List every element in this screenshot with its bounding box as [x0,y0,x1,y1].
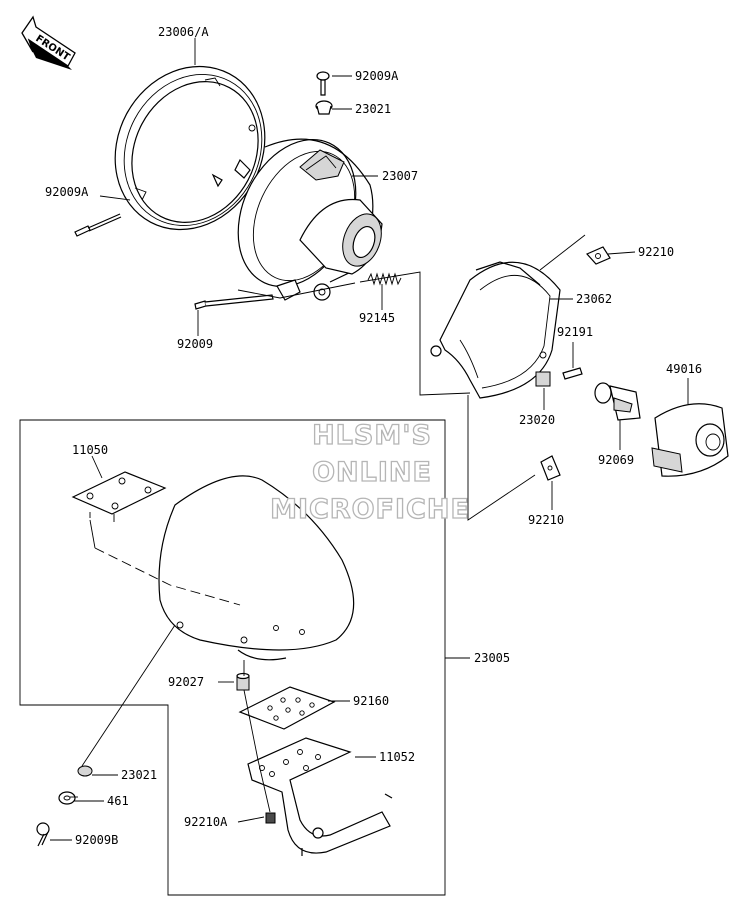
label-92210A: 92210A [184,815,228,829]
plate-92210-mid [540,455,561,481]
label-92027: 92027 [168,675,204,689]
label-461: 461 [107,794,129,808]
label-23005: 23005 [474,651,510,665]
label-92009A-top: 92009A [355,69,399,83]
label-23007: 23007 [382,169,418,183]
assembly-23005-outline [19,419,446,896]
bracket-11052 [247,737,393,856]
spacer-92027 [236,672,250,691]
label-92009A-left: 92009A [45,185,89,199]
spring-92145 [367,272,402,286]
label-23021-bottom: 23021 [121,768,157,782]
part-labels: 23006/A 92009A 23021 23007 92009A 92210 … [45,25,702,847]
screw-92009A-top [316,71,330,96]
watermark-line-3: MICROFICHE [270,494,470,525]
label-92160: 92160 [353,694,389,708]
plate-92210-top [585,246,611,265]
label-92069: 92069 [598,453,634,467]
label-49016: 49016 [666,362,702,376]
plate-11050 [71,471,167,522]
watermark-line-1: HLSM'S [312,420,432,451]
front-arrow-icon: FRONT [21,15,76,70]
label-92009: 92009 [177,337,213,351]
headlight-rim [114,65,266,231]
label-23006A: 23006/A [158,25,209,39]
label-23062: 23062 [576,292,612,306]
clip-23020 [535,371,551,387]
label-92009B: 92009B [75,833,118,847]
plate-92160 [238,686,336,730]
screw-92009B [36,822,50,847]
screw-92009 [194,294,274,310]
label-11050: 11050 [72,443,108,457]
label-23021-top: 23021 [355,102,391,116]
grommet-23021-top [315,100,333,115]
label-11052: 11052 [379,750,415,764]
label-92210-mid: 92210 [528,513,564,527]
nut-92210A [265,812,276,824]
leader-lines [50,38,689,841]
label-92145: 92145 [359,311,395,325]
label-92210-top: 92210 [638,245,674,259]
watermark-line-2: ONLINE [312,457,432,488]
watermark: HLSM'S ONLINE MICROFICHE [269,419,470,525]
label-23020: 23020 [519,413,555,427]
pin-92191 [562,367,583,380]
headlight-shell-23005 [94,475,355,661]
washer-461 [58,791,76,805]
assembly-lines [70,234,586,813]
dust-cover-49016 [651,403,729,477]
bulb-92069 [594,382,641,421]
grommet-23021-bottom [77,765,93,777]
screw-92009A-left [74,213,122,237]
label-92191: 92191 [557,325,593,339]
bulb-bracket-23062 [430,261,561,399]
